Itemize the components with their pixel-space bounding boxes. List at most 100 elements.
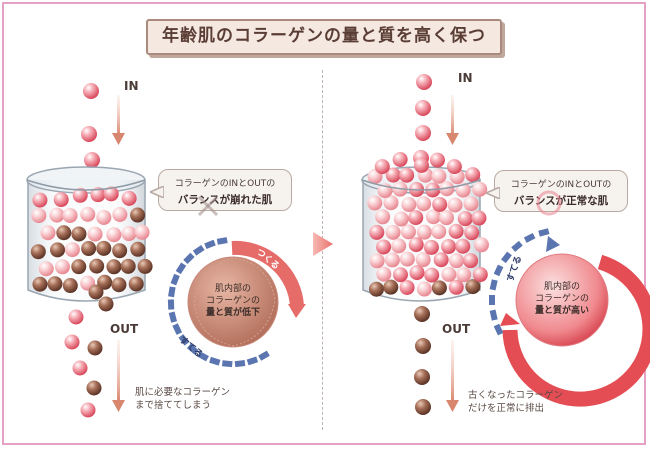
left-cycle-dash bbox=[216, 237, 228, 245]
left-note: 肌に必要なコラーゲン まで捨ててしまう bbox=[135, 386, 230, 412]
new-collagen-ball bbox=[441, 239, 457, 255]
new-collagen-ball bbox=[376, 266, 392, 282]
new-collagen-ball bbox=[391, 238, 407, 254]
new-collagen-ball bbox=[385, 224, 401, 240]
right-incoming-collagen bbox=[413, 74, 432, 166]
new-collagen-ball bbox=[447, 197, 463, 213]
old-collagen-ball bbox=[128, 276, 144, 292]
right-cycle-center-text: 肌内部の コラーゲンの 量と質が高い bbox=[524, 281, 600, 317]
new-collagen-ball bbox=[463, 196, 479, 212]
old-collagen-ball bbox=[32, 276, 48, 292]
left-outgoing-collagen bbox=[64, 284, 114, 418]
right-center-line1: 肌内部の bbox=[543, 282, 580, 292]
left-out-arrow bbox=[112, 340, 125, 412]
new-collagen-ball bbox=[408, 237, 424, 253]
figure-title: 年齢肌のコラーゲンの量と質を高く保つ bbox=[146, 19, 502, 55]
right-balance-bubble: コラーゲンのINとOUTの バランスが正常な肌 bbox=[494, 170, 628, 212]
right-jar-rim-front bbox=[361, 179, 481, 191]
new-collagen-ball bbox=[38, 261, 54, 277]
new-collagen-ball bbox=[409, 265, 425, 281]
left-cycle-dash bbox=[168, 311, 178, 323]
new-collagen-ball bbox=[400, 224, 416, 240]
left-cycle-dash bbox=[258, 350, 270, 361]
new-collagen-ball bbox=[431, 168, 447, 184]
left-cycle-make-arrow bbox=[231, 240, 304, 307]
new-collagen-ball bbox=[446, 159, 462, 175]
old-collagen-ball bbox=[62, 278, 78, 294]
new-collagen-ball bbox=[455, 238, 471, 254]
right-out-arrow bbox=[446, 340, 459, 412]
left-cycle-center-text: 肌内部の コラーゲンの 量と質が低下 bbox=[196, 283, 270, 319]
new-collagen-ball bbox=[64, 242, 80, 258]
new-collagen-ball bbox=[424, 267, 440, 283]
new-collagen-ball bbox=[383, 195, 399, 211]
new-collagen-ball bbox=[399, 279, 415, 295]
new-collagen-ball bbox=[103, 186, 119, 202]
left-center-line1: 肌内部の bbox=[214, 284, 251, 294]
new-collagen-ball bbox=[393, 211, 409, 227]
new-collagen-ball bbox=[72, 360, 88, 376]
right-cycle-dash bbox=[501, 251, 512, 264]
new-collagen-ball bbox=[72, 187, 88, 203]
old-collagen-ball bbox=[81, 241, 97, 257]
new-collagen-ball bbox=[448, 223, 464, 239]
right-cycle bbox=[489, 228, 650, 407]
old-collagen-ball bbox=[71, 259, 87, 275]
old-collagen-ball bbox=[137, 258, 153, 274]
new-collagen-ball bbox=[473, 237, 489, 253]
left-cycle bbox=[167, 237, 306, 368]
left-out-label: OUT bbox=[110, 322, 139, 336]
right-cycle-center bbox=[515, 253, 609, 347]
left-center-line2: コラーゲンの bbox=[205, 296, 260, 306]
right-cycle-make-arrow bbox=[502, 254, 650, 407]
old-collagen-ball bbox=[87, 340, 103, 356]
old-collagen-ball bbox=[120, 258, 136, 274]
right-cycle-dash bbox=[489, 309, 498, 321]
left-cycle-dash bbox=[222, 360, 233, 368]
new-collagen-ball bbox=[416, 281, 432, 297]
new-collagen-ball bbox=[425, 209, 441, 225]
new-collagen-ball bbox=[112, 207, 128, 223]
new-collagen-ball bbox=[399, 167, 415, 183]
left-jar-contents bbox=[30, 186, 153, 294]
left-in-label: IN bbox=[124, 79, 139, 93]
new-collagen-ball bbox=[472, 181, 488, 197]
right-bubble-tail bbox=[486, 187, 500, 199]
broken-x-icon bbox=[197, 195, 219, 217]
new-collagen-ball bbox=[53, 192, 69, 208]
old-collagen-ball bbox=[98, 296, 114, 312]
new-collagen-ball bbox=[87, 226, 103, 242]
new-collagen-ball bbox=[448, 279, 464, 295]
figure-frame bbox=[2, 2, 646, 445]
old-collagen-ball bbox=[112, 243, 128, 259]
new-collagen-ball bbox=[375, 209, 391, 225]
left-bubble-tail bbox=[150, 186, 164, 198]
left-cycle-dash bbox=[183, 252, 195, 265]
right-jar-contents bbox=[367, 151, 489, 297]
left-cycle-dash bbox=[172, 323, 183, 335]
right-cycle-dash bbox=[489, 279, 498, 291]
left-bubble-line2: バランスが崩れた肌 bbox=[177, 194, 273, 206]
old-collagen-ball bbox=[106, 259, 122, 275]
old-collagen-ball bbox=[383, 279, 399, 295]
new-collagen-ball bbox=[32, 192, 48, 208]
new-collagen-ball bbox=[54, 259, 70, 275]
old-collagen-ball bbox=[30, 244, 46, 260]
new-collagen-ball bbox=[439, 210, 455, 226]
new-collagen-ball bbox=[64, 334, 80, 350]
new-collagen-ball bbox=[433, 252, 449, 268]
right-outgoing-collagen bbox=[414, 306, 431, 415]
old-collagen-ball bbox=[47, 276, 63, 292]
new-collagen-ball bbox=[121, 226, 137, 242]
old-collagen-ball bbox=[86, 380, 102, 396]
new-collagen-ball bbox=[401, 197, 417, 213]
right-cycle-dash bbox=[489, 295, 495, 305]
new-collagen-ball bbox=[413, 157, 429, 173]
old-collagen-ball bbox=[431, 280, 447, 296]
new-collagen-ball bbox=[31, 208, 47, 224]
left-note-line2: まで捨ててしまう bbox=[135, 400, 212, 411]
new-collagen-ball bbox=[465, 167, 481, 183]
new-collagen-ball bbox=[449, 253, 465, 269]
left-cycle-dash bbox=[192, 245, 205, 256]
new-collagen-ball bbox=[106, 227, 122, 243]
